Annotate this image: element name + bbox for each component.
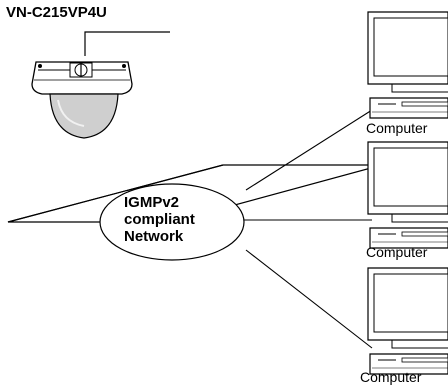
network-label-line-1: IGMPv2	[124, 194, 180, 211]
link-computer-1	[245, 109, 373, 191]
desktop-computer-icon	[367, 267, 448, 375]
camera-model-label: VN-C215VP4U	[6, 4, 107, 21]
camera-cable	[84, 31, 170, 56]
dome-camera-icon	[31, 61, 133, 139]
computer-label-3: Computer	[360, 369, 422, 385]
desktop-computer-icon	[367, 11, 448, 119]
network-label-line-3: Network	[124, 228, 184, 245]
network-label: IGMPv2 compliant Network	[124, 194, 220, 245]
diagonal-link	[7, 164, 224, 223]
computer-label-2: Computer	[366, 244, 428, 260]
network-ellipse	[99, 183, 245, 261]
link-computer-3	[245, 249, 373, 349]
network-label-line-2: compliant	[124, 211, 195, 228]
desktop-computer-icon	[367, 141, 448, 249]
computer-label-1: Computer	[366, 120, 428, 136]
